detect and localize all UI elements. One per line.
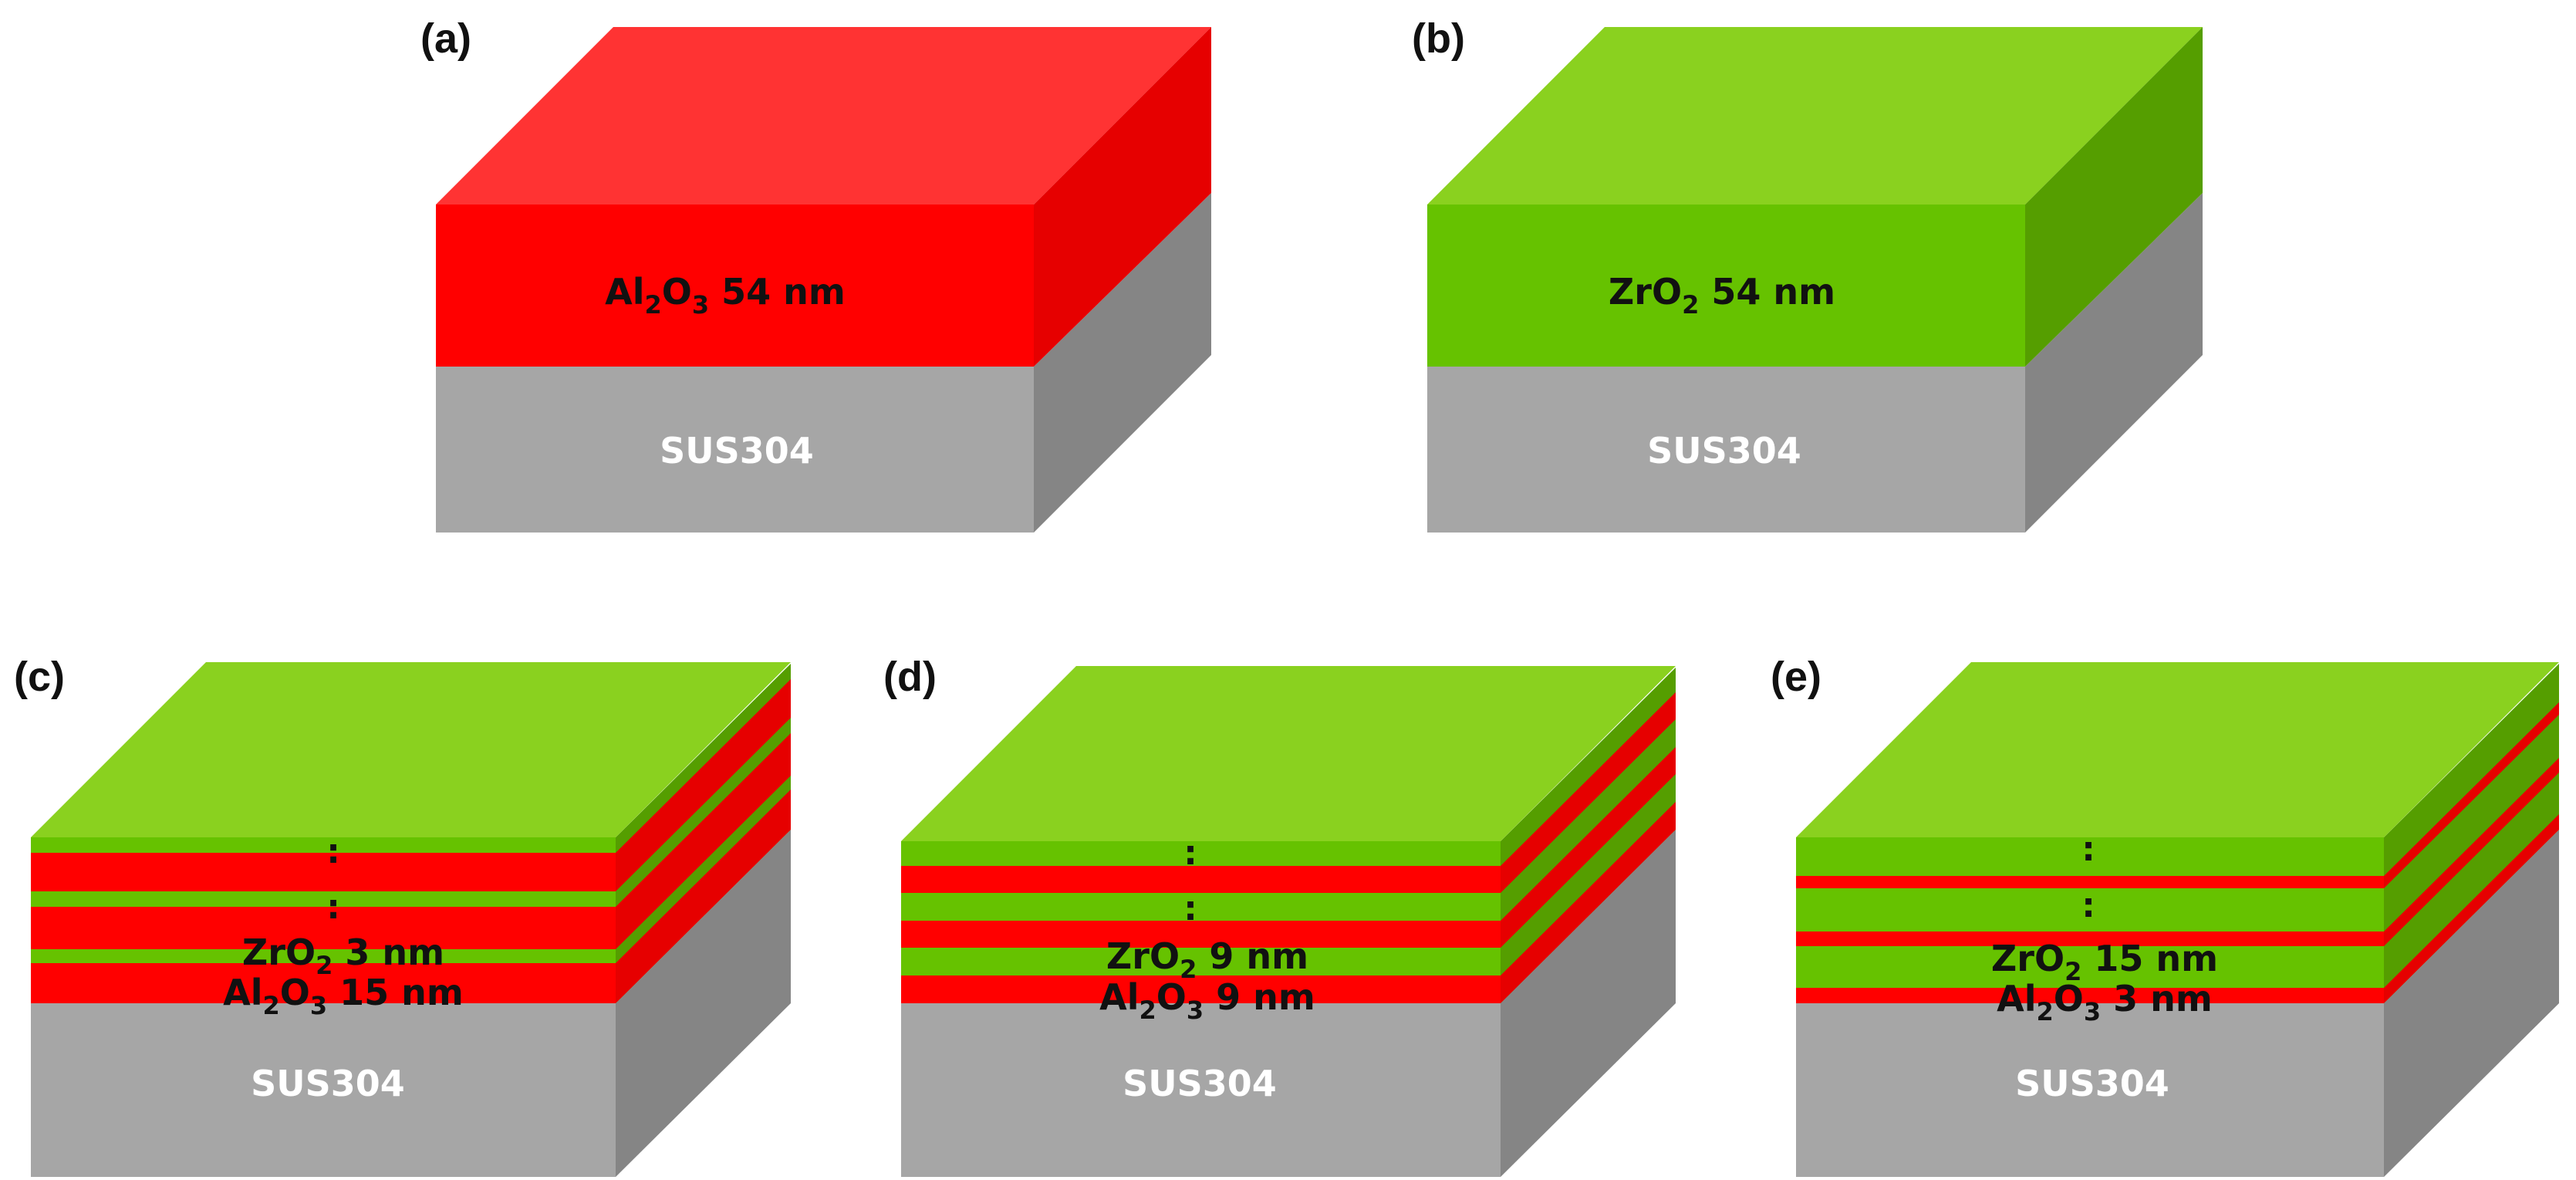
substrate-front [901, 1003, 1501, 1177]
substrate-front [1427, 367, 2025, 533]
panel-b-block [1427, 27, 2203, 533]
svg-text::: : [2081, 830, 2095, 869]
al2o3-layer-front [901, 921, 1501, 948]
layer-label-zro2: ZrO2 54 nm [1609, 271, 1835, 320]
al2o3-stripe-side [2384, 702, 2559, 888]
al2o3-stripe-side [2384, 758, 2559, 946]
zro2-layer-top [1796, 662, 2559, 837]
substrate-side [2384, 830, 2559, 1177]
al2o3-stripe-side [1501, 692, 1676, 893]
layer-label-zro2: ZrO2 9 nm [1106, 935, 1308, 984]
svg-text::: : [1183, 833, 1197, 873]
zro2-layer-front [1427, 205, 2025, 367]
zro2-layer-side [2025, 27, 2203, 367]
al2o3-layer-front [31, 907, 616, 949]
panel-c: (c) : : ZrO2 3 nm Al2O [14, 654, 791, 1177]
zro2-layer-front [901, 948, 1501, 975]
panel-b: (b) ZrO2 54 nm SUS304 [1412, 15, 2203, 533]
al2o3-stripe-side [616, 733, 791, 949]
panel-letter-e: (e) [1771, 654, 1821, 700]
svg-text::: : [2081, 886, 2095, 925]
substrate-front [436, 367, 1034, 533]
zro2-layer-front [901, 893, 1501, 921]
panel-c-block [31, 662, 791, 1177]
al2o3-stripe-side [1501, 747, 1676, 948]
substrate-label: SUS304 [2015, 1063, 2169, 1104]
continuation-dots: : : [1183, 833, 1197, 928]
substrate-label: SUS304 [660, 430, 814, 472]
substrate-label: SUS304 [1123, 1063, 1277, 1104]
panel-e: (e) : : ZrO2 15 nm Al2O3 3 nm SUS304 [1771, 654, 2559, 1177]
layer-label-al2o3: Al2O3 3 nm [1997, 978, 2213, 1026]
al2o3-layer-front [436, 205, 1034, 367]
al2o3-layer-front [1796, 876, 2384, 888]
substrate-label: SUS304 [251, 1063, 405, 1104]
al2o3-layer-front [1796, 988, 2384, 1003]
svg-text::: : [326, 888, 340, 927]
svg-text::: : [1183, 889, 1197, 928]
substrate-side [2025, 193, 2203, 533]
panel-letter-a: (a) [420, 15, 471, 62]
substrate-front [31, 1003, 616, 1177]
panel-a: (a) Al2O3 54 nm SUS304 [420, 15, 1211, 533]
zro2-layer-front [901, 841, 1501, 866]
zro2-layer-front [31, 891, 616, 907]
zro2-layer-front [1796, 837, 2384, 876]
continuation-dots: : : [326, 832, 340, 927]
substrate-label: SUS304 [1647, 430, 1801, 472]
zro2-layer-top [31, 662, 791, 837]
layer-label-al2o3: Al2O3 9 nm [1099, 976, 1315, 1025]
substrate-side [1034, 193, 1211, 533]
continuation-dots: : : [2081, 830, 2095, 925]
panel-letter-d: (d) [883, 654, 937, 700]
layer-label-al2o3: Al2O3 15 nm [223, 972, 464, 1020]
al2o3-layer-front [31, 853, 616, 891]
substrate-front [1796, 1003, 2384, 1177]
al2o3-stripe-side [616, 789, 791, 1003]
al2o3-layer-front [901, 866, 1501, 893]
al2o3-stripe-side [2384, 814, 2559, 1003]
substrate-side [1501, 830, 1676, 1177]
panel-a-block [436, 27, 1211, 533]
substrate-side [616, 830, 791, 1177]
panel-d: (d) : : ZrO2 9 nm Al2O3 9 nm SUS304 [883, 654, 1676, 1177]
zro2-layer-top [901, 666, 1676, 841]
al2o3-layer-top [436, 27, 1211, 205]
al2o3-layer-front [31, 963, 616, 1003]
layer-label-zro2: ZrO2 15 nm [1991, 938, 2218, 986]
panel-d-block [901, 666, 1676, 1177]
svg-text::: : [326, 832, 340, 871]
zro2-layer-front [1796, 946, 2384, 988]
al2o3-layer-front [1796, 931, 2384, 946]
al2o3-layer-side [1034, 27, 1211, 367]
al2o3-stripe-side [1501, 802, 1676, 1003]
zro2-layer-top [1427, 27, 2203, 205]
zro2-layer-front [31, 949, 616, 963]
zro2-layer-front [31, 837, 616, 853]
layer-label-zro2: ZrO2 3 nm [242, 931, 444, 980]
layer-label-al2o3: Al2O3 54 nm [605, 271, 846, 320]
al2o3-layer-front [901, 975, 1501, 1003]
panel-e-block [1796, 662, 2559, 1177]
al2o3-stripe-side [616, 679, 791, 891]
panel-letter-c: (c) [14, 654, 65, 700]
zro2-layer-front [1796, 888, 2384, 931]
panel-letter-b: (b) [1412, 15, 1465, 62]
